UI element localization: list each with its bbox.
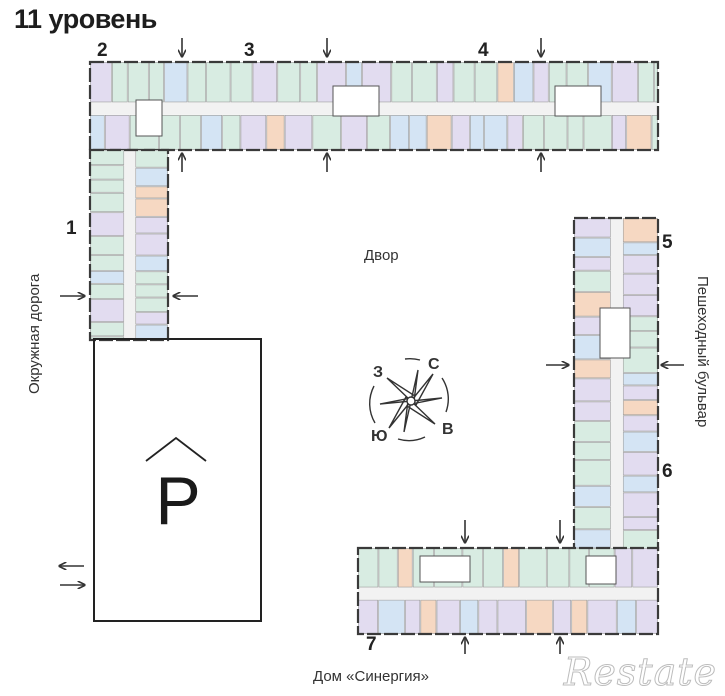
section-number-6: 6 xyxy=(662,461,673,482)
section-number-1: 1 xyxy=(66,218,77,239)
compass-south: Ю xyxy=(371,428,388,445)
wing-section-1 xyxy=(88,148,170,342)
section-number-4: 4 xyxy=(478,40,489,61)
watermark-text: Restate xyxy=(563,650,717,695)
parking-letter: P xyxy=(155,463,200,539)
stair-core-6 xyxy=(585,555,617,585)
compass-north: С xyxy=(428,356,440,373)
section-number-2: 2 xyxy=(97,40,108,61)
building-name-label: Дом «Синергия» xyxy=(313,668,429,685)
pedestrian-boulevard-label: Пешеходный бульвар xyxy=(694,276,711,428)
section-number-7: 7 xyxy=(366,634,377,655)
section-number-3: 3 xyxy=(244,40,255,61)
ring-road-label: Окружная дорога xyxy=(26,273,43,394)
watermark-logo: Restate xyxy=(563,650,717,695)
page-title: 11 уровень xyxy=(14,4,157,34)
wing-section-5-6 xyxy=(572,216,660,552)
compass-rose-icon xyxy=(368,357,449,442)
parking-roof-icon xyxy=(145,436,207,462)
wing-section-7 xyxy=(356,546,660,636)
compass-west: З xyxy=(373,364,384,381)
stair-core-1 xyxy=(135,99,163,137)
compass-east: В xyxy=(442,421,454,438)
section-number-5: 5 xyxy=(662,232,673,253)
stair-core-5 xyxy=(419,555,471,583)
parking-lot xyxy=(93,338,262,622)
stair-core-3 xyxy=(554,85,602,117)
courtyard-label: Двор xyxy=(364,247,399,264)
stair-core-2 xyxy=(332,85,380,117)
stair-core-4 xyxy=(599,307,631,359)
